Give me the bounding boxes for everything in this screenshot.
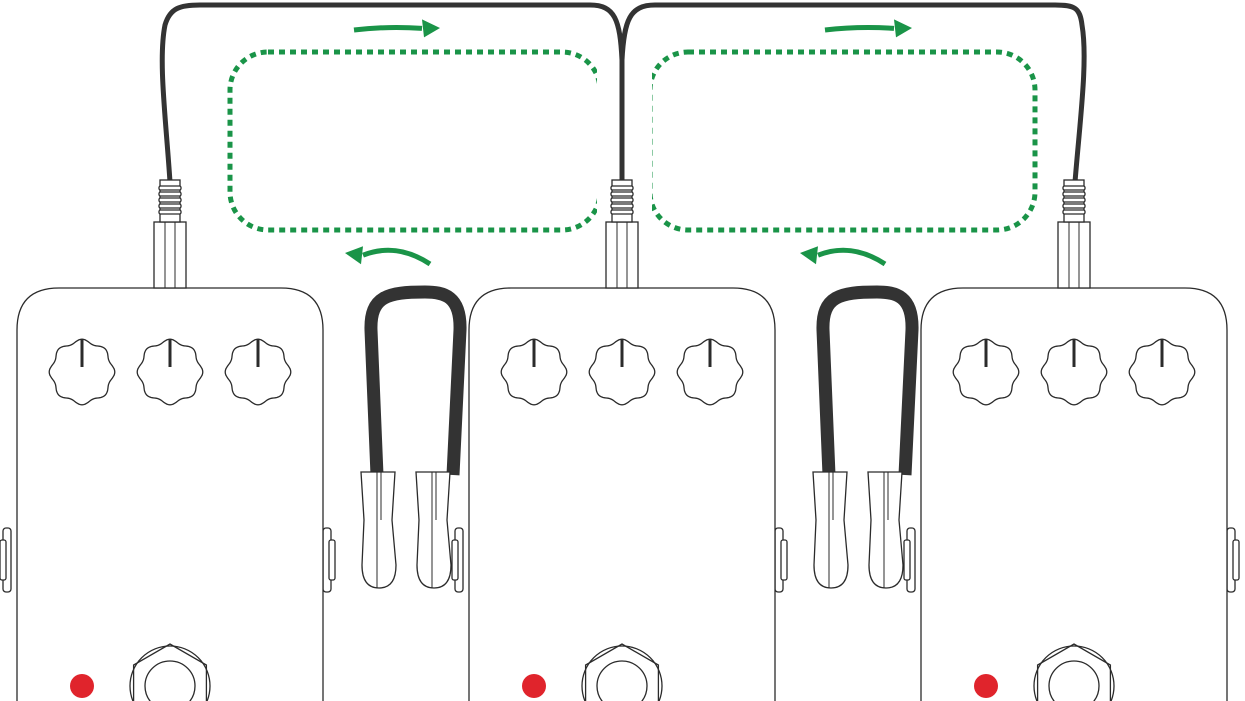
arrow-left-2	[800, 246, 887, 267]
arrow-shaft	[353, 25, 423, 33]
side-jack-thread	[0, 539, 7, 581]
side-jack-thread	[780, 539, 788, 581]
signal-loop-2	[647, 49, 1038, 233]
knob-1	[952, 338, 1020, 406]
patch-cable-wire	[364, 285, 467, 476]
top-jack-body	[153, 221, 187, 289]
arrow-head	[800, 246, 818, 265]
pedal-2	[451, 179, 788, 701]
top-cables	[159, 2, 1087, 183]
patch-cable-2	[812, 285, 919, 589]
knob-2	[1040, 338, 1108, 406]
knob-1	[48, 338, 116, 406]
arrow-right-2	[824, 19, 912, 38]
arrow-shaft	[362, 247, 432, 267]
boot-ridge	[158, 185, 182, 191]
arrow-right-1	[353, 19, 440, 38]
knob-3	[224, 338, 292, 406]
right-angle-plug	[360, 471, 397, 589]
side-jack-thread	[328, 539, 336, 581]
knob-3	[676, 338, 744, 406]
boot-ridge	[1062, 209, 1086, 215]
boot-ridge	[1062, 191, 1086, 197]
boot-ridge	[610, 191, 634, 197]
arrow-left-1	[345, 246, 432, 267]
knob-1	[500, 338, 568, 406]
arrow-head	[894, 19, 912, 38]
boot-ridge	[610, 185, 634, 191]
led-indicator	[522, 674, 546, 698]
pedal-1	[0, 179, 336, 701]
plug-body	[812, 471, 849, 589]
pedal-3	[903, 179, 1240, 701]
arrow-shaft	[817, 247, 887, 267]
boot-ridge	[1062, 203, 1086, 209]
patch-cable-wire	[816, 285, 919, 476]
boot-ridge	[158, 203, 182, 209]
side-jack-thread	[1232, 539, 1240, 581]
led-indicator	[70, 674, 94, 698]
side-jack-thread	[451, 539, 459, 581]
signal-arrows	[345, 19, 912, 267]
top-jack-body	[605, 221, 639, 289]
footswitch-ring	[1033, 645, 1115, 701]
led-indicator	[974, 674, 998, 698]
plug-body	[360, 471, 397, 589]
top-jack-body	[1057, 221, 1091, 289]
right-angle-plug	[812, 471, 849, 589]
footswitch-ring	[581, 645, 663, 701]
arrow-head	[422, 19, 440, 38]
boot-ridge	[158, 209, 182, 215]
footswitch	[596, 660, 648, 701]
right-angle-plug	[867, 471, 904, 589]
top-cable-1	[159, 2, 625, 183]
pedals	[0, 179, 1240, 701]
patch-cable-1	[360, 285, 467, 589]
boot-ridge	[158, 197, 182, 203]
knob-3	[1128, 338, 1196, 406]
arrow-shaft	[824, 25, 895, 33]
plug-body	[867, 471, 904, 589]
top-cable-2	[619, 2, 1087, 183]
boot-ridge	[610, 209, 634, 215]
footswitch	[1048, 660, 1100, 701]
boot-ridge	[610, 197, 634, 203]
footswitch-ring	[129, 645, 211, 701]
knob-2	[136, 338, 204, 406]
boot-ridge	[158, 191, 182, 197]
signal-loop-1	[227, 49, 603, 233]
boot-ridge	[1062, 197, 1086, 203]
patch-cables	[360, 285, 919, 589]
boot-ridge	[1062, 185, 1086, 191]
right-angle-plug	[415, 471, 452, 589]
arrow-head	[345, 246, 363, 265]
boot-ridge	[610, 203, 634, 209]
plug-body	[415, 471, 452, 589]
footswitch	[144, 660, 196, 701]
side-jack-thread	[903, 539, 911, 581]
knob-2	[588, 338, 656, 406]
